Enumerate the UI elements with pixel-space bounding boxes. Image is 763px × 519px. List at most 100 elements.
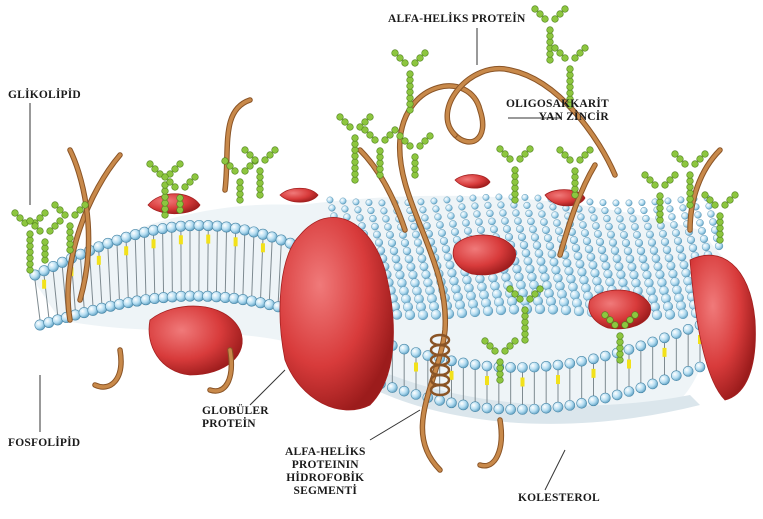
- phospholipid-head: [464, 283, 473, 292]
- sugar-bead: [77, 207, 84, 214]
- phospholipid-head: [446, 261, 454, 269]
- sugar-bead: [182, 184, 189, 191]
- sugar-bead: [412, 172, 419, 179]
- sugar-bead: [567, 72, 574, 79]
- phospholipid-head: [448, 269, 457, 278]
- phospholipid-head: [498, 202, 505, 209]
- phospholipid-head: [670, 221, 677, 228]
- sugar-bead: [622, 322, 629, 329]
- sugar-bead: [407, 107, 414, 114]
- sugar-bead: [517, 156, 524, 163]
- phospholipid-head: [680, 261, 688, 269]
- phospholipid-head: [522, 194, 528, 200]
- sugar-bead: [257, 180, 264, 187]
- sugar-bead: [712, 202, 719, 209]
- sugar-bead: [177, 161, 184, 168]
- sugar-bead: [687, 172, 694, 179]
- sugar-bead: [237, 185, 244, 192]
- sugar-bead: [512, 185, 519, 192]
- pointer-kolesterol: [545, 450, 565, 490]
- sugar-bead: [537, 11, 544, 18]
- sugar-bead: [482, 338, 489, 345]
- phospholipid-head: [373, 231, 380, 238]
- phospholipid-head: [678, 253, 686, 261]
- cholesterol: [124, 246, 128, 255]
- sugar-bead: [497, 377, 504, 384]
- phospholipid-head: [695, 211, 702, 218]
- phospholipid-head: [618, 223, 625, 230]
- phospholipid-head: [659, 230, 666, 237]
- phospholipid-head: [580, 276, 589, 285]
- sugar-bead: [562, 152, 569, 159]
- phospholipid-head: [436, 221, 443, 228]
- sugar-bead: [252, 157, 259, 164]
- sugar-bead: [642, 172, 649, 179]
- phospholipid-head: [463, 276, 472, 285]
- cholesterol: [663, 348, 667, 357]
- phospholipid-head: [660, 333, 670, 343]
- sugar-bead: [147, 161, 154, 168]
- sugar-bead: [677, 156, 684, 163]
- sugar-bead: [542, 16, 549, 23]
- sugar-bead: [497, 365, 504, 372]
- phospholipid-head: [157, 223, 167, 233]
- sugar-bead: [67, 241, 74, 248]
- phospholipid-head: [552, 266, 561, 275]
- sugar-bead: [572, 168, 579, 175]
- sugar-bead: [412, 166, 419, 173]
- phospholipid-head: [529, 226, 536, 233]
- phospholipid-head: [598, 246, 606, 254]
- phospholipid-head: [355, 207, 362, 214]
- sugar-bead: [512, 191, 519, 198]
- sugar-bead: [42, 210, 49, 217]
- phospholipid-head: [600, 393, 610, 403]
- sugar-bead: [152, 166, 159, 173]
- phospholipid-head: [622, 239, 630, 247]
- sugar-bead: [567, 66, 574, 73]
- label-fosfolipid: FOSFOLİPİD: [8, 437, 80, 450]
- phospholipid-head: [461, 212, 468, 219]
- phospholipid-head: [565, 358, 575, 368]
- phospholipid-head: [474, 211, 481, 218]
- sugar-bead: [612, 322, 619, 329]
- sugar-bead: [172, 184, 179, 191]
- phospholipid-head: [700, 235, 708, 243]
- phospholipid-head: [399, 286, 408, 295]
- phospholipid-head: [48, 261, 58, 271]
- sugar-bead: [352, 153, 359, 160]
- phospholipid-head: [414, 239, 422, 247]
- sugar-bead: [27, 237, 34, 244]
- sugar-bead: [47, 228, 54, 235]
- sugar-bead: [237, 197, 244, 204]
- phospholipid-head: [609, 239, 617, 247]
- sugar-bead: [632, 312, 639, 319]
- phospholipid-head: [596, 238, 604, 246]
- sugar-bead: [352, 147, 359, 154]
- cholesterol: [179, 235, 183, 244]
- sugar-bead: [387, 132, 394, 139]
- phospholipid-head: [483, 194, 489, 200]
- phospholipid-head: [577, 356, 587, 366]
- phospholipid-head: [524, 202, 531, 209]
- sugar-bead: [412, 60, 419, 67]
- sugar-bead: [267, 152, 274, 159]
- sugar-bead: [687, 196, 694, 203]
- sugar-bead: [657, 211, 664, 218]
- phospholipid-head: [506, 362, 516, 372]
- sugar-bead: [67, 247, 74, 254]
- phospholipid-head: [579, 222, 586, 229]
- sugar-bead: [722, 202, 729, 209]
- sugar-bead: [657, 217, 664, 224]
- phospholipid-head: [513, 265, 522, 274]
- phospholipid-head: [444, 253, 452, 261]
- phospholipid-head: [709, 218, 716, 225]
- sugar-bead: [497, 359, 504, 366]
- phospholipid-head: [418, 255, 426, 263]
- phospholipid-head: [548, 250, 556, 258]
- phospholipid-head: [477, 282, 486, 291]
- chain-lower-right: [480, 420, 501, 466]
- cholesterol: [97, 256, 101, 265]
- phospholipid-head: [606, 278, 615, 287]
